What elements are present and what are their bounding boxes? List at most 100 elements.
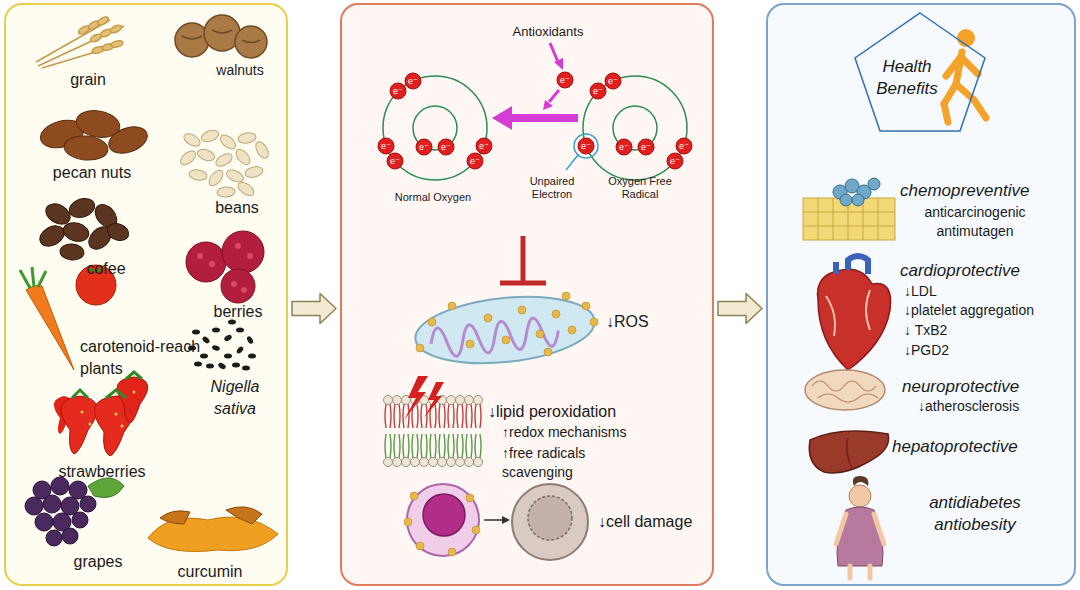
grapes-picture (25, 477, 124, 546)
nigella-seeds-picture (228, 320, 236, 325)
oxygen-atom-rings (383, 76, 487, 180)
walking-figure (974, 100, 986, 118)
membrane-part (457, 434, 463, 458)
pecan-picture (105, 122, 151, 158)
beans-picture (182, 131, 203, 149)
mitochondrion-picture (582, 302, 590, 310)
beans-picture (178, 128, 271, 198)
beans-picture (225, 168, 246, 185)
grapes-picture (61, 497, 79, 515)
benefit-heading: antidiabetes antiobesity (915, 492, 1035, 536)
nigella-seeds-picture (201, 336, 210, 345)
beans-picture (178, 148, 198, 167)
electron-dot (405, 73, 421, 89)
strawberries-picture (115, 413, 118, 416)
food-name: grapes (53, 552, 143, 572)
membrane-part (465, 458, 474, 467)
grain-picture (96, 15, 109, 26)
grapes-picture (88, 478, 124, 498)
mitochondrion-picture (590, 318, 598, 326)
liver-picture (809, 431, 888, 473)
cell-picture (416, 542, 424, 550)
berries-picture (186, 231, 264, 303)
membrane-part (475, 434, 481, 458)
cell-picture (484, 519, 502, 521)
grain-picture (36, 20, 110, 62)
electron-symbol: e⁻ (667, 155, 683, 167)
strawberries-picture (121, 425, 124, 428)
brain-picture (805, 370, 885, 410)
membrane-part (466, 434, 472, 458)
grapes-picture (43, 495, 61, 513)
nigella-seeds-picture (212, 328, 220, 333)
electron-dot (638, 139, 654, 155)
strawberries-picture (61, 396, 97, 454)
mitochondrion-picture (416, 292, 598, 356)
walking-figure (962, 58, 978, 74)
coffee-picture (61, 220, 91, 244)
membrane-part (456, 396, 465, 405)
berries-picture (186, 242, 226, 282)
effect-label: ↓lipid peroxidation (488, 402, 616, 422)
pecan-picture (37, 107, 151, 161)
electron-symbol: e⁻ (676, 140, 692, 152)
membrane-part (403, 404, 409, 428)
membrane-part (447, 396, 456, 405)
antioxidant-arrows (492, 43, 578, 130)
electron-dot (676, 138, 692, 154)
electron-symbol: e⁻ (476, 140, 492, 152)
grapes-picture (80, 496, 96, 512)
membrane-part (384, 458, 393, 467)
mitochondrion-picture (536, 330, 544, 338)
electron-symbol: e⁻ (378, 140, 394, 152)
membrane-part (412, 434, 418, 458)
electron-symbol: e⁻ (557, 74, 573, 86)
coffee-picture (67, 195, 98, 221)
membrane-part (429, 458, 438, 467)
woman-picture (836, 514, 884, 544)
membrane-part (420, 458, 429, 467)
woman-picture (836, 476, 884, 578)
membrane-part (456, 458, 465, 467)
electron-dot (390, 83, 406, 99)
membrane-part (474, 458, 483, 467)
membrane-part (402, 458, 411, 467)
food-name: walnuts (190, 62, 290, 80)
unpaired-callout (566, 155, 578, 170)
nigella-seeds-picture (236, 328, 244, 333)
grapes-picture (62, 528, 78, 544)
mitochondrion-picture (466, 340, 474, 348)
membrane-part (466, 404, 472, 428)
antioxidant-arrows (549, 90, 559, 102)
strawberries-picture (81, 411, 84, 414)
benefit-heading: neuroprotective (902, 376, 1019, 397)
electron-symbol: e⁻ (616, 141, 632, 153)
membrane-part (385, 434, 391, 458)
electron-symbol: e⁻ (605, 75, 621, 87)
electron-symbol: e⁻ (638, 141, 654, 153)
food-name: beans (192, 198, 282, 218)
mitochondrion-picture (448, 302, 456, 310)
cell-picture (466, 494, 474, 502)
nigella-seeds-picture (232, 363, 240, 368)
beans-picture (196, 147, 216, 163)
membrane-part (475, 404, 481, 428)
benefit-heading: hepatoprotective (892, 436, 1018, 457)
electron-dot (578, 138, 594, 154)
benefit-detail: anticarcinogenic antimutagen (910, 203, 1040, 241)
food-name: cofee (61, 259, 151, 279)
beans-picture (188, 169, 207, 182)
liver-picture (847, 438, 852, 468)
electron-symbol: e⁻ (438, 141, 454, 153)
strawberries-picture (89, 423, 92, 426)
membrane-part (393, 458, 402, 467)
walking-figure (944, 104, 948, 122)
panel-grounds (766, 3, 1076, 586)
mitochondrion-picture (562, 292, 570, 300)
tissue-picture (868, 178, 880, 190)
membrane-part (394, 434, 400, 458)
strawberries-picture (133, 391, 136, 394)
berries-picture (209, 261, 215, 267)
cell-picture (528, 496, 572, 540)
brain-picture (812, 381, 878, 402)
